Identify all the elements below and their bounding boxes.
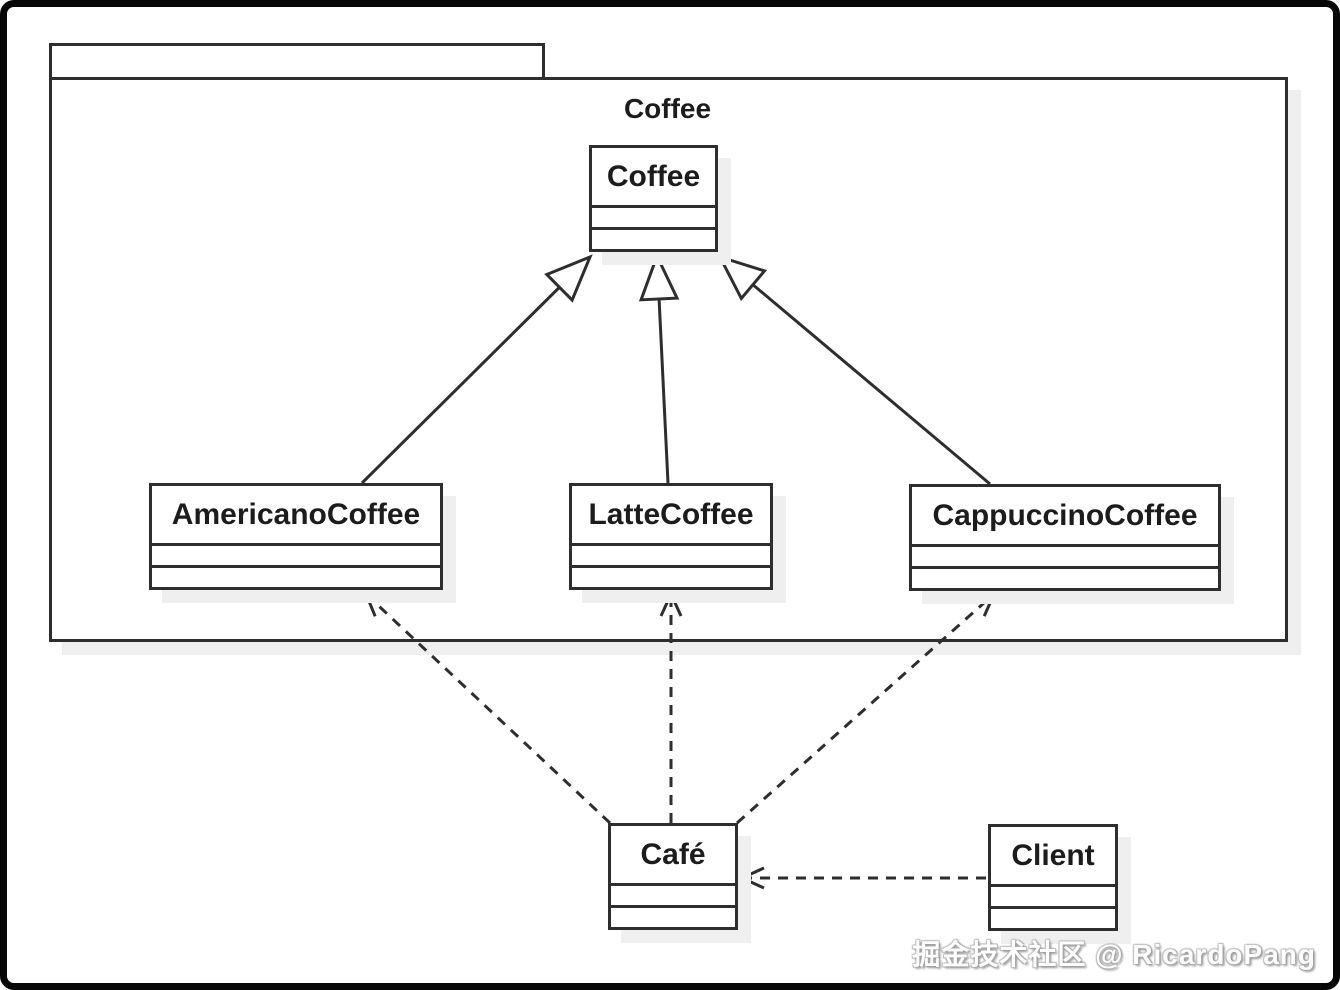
attributes-compartment (592, 205, 715, 227)
edge-generalization-cappuccino-coffee (717, 254, 991, 486)
package-tab (49, 43, 545, 80)
class-americanocoffee: AmericanoCoffee (149, 483, 443, 590)
watermark: 掘金技术社区 @ RicardoPang (912, 939, 1316, 970)
class-name-label: LatteCoffee (588, 497, 754, 531)
edge-generalization-americano-coffee (360, 254, 593, 485)
methods-compartment (991, 906, 1115, 928)
class-name-label: Café (640, 837, 706, 871)
class-lattecoffee: LatteCoffee (569, 483, 773, 590)
class-cafe: Café (608, 823, 738, 930)
attributes-compartment (912, 544, 1218, 566)
attributes-compartment (572, 543, 770, 565)
package-label: Coffee (623, 93, 712, 124)
attributes-compartment (991, 884, 1115, 906)
methods-compartment (912, 566, 1218, 588)
class-cappuccinocoffee: CappuccinoCoffee (909, 484, 1221, 591)
class-coffee: Coffee (589, 145, 718, 252)
edge-dependency-cafe-cappuccino (736, 591, 997, 825)
class-name-label: CappuccinoCoffee (932, 498, 1198, 532)
methods-compartment (152, 565, 440, 587)
attributes-compartment (152, 543, 440, 565)
methods-compartment (572, 565, 770, 587)
edge-generalization-latte-coffee (638, 252, 680, 484)
class-name-label: Client (1011, 838, 1095, 872)
class-client: Client (988, 824, 1118, 931)
attributes-compartment (611, 883, 735, 905)
class-name-label: Coffee (606, 159, 701, 193)
methods-compartment (611, 905, 735, 927)
methods-compartment (592, 227, 715, 249)
edge-dependency-cafe-americano (363, 591, 612, 825)
class-name-label: AmericanoCoffee (171, 497, 421, 531)
